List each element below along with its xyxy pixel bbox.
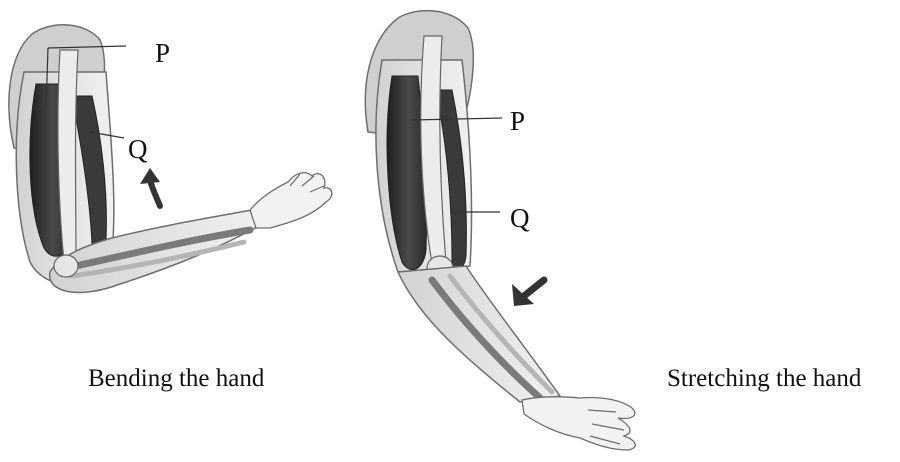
bent-arm-hand [250, 173, 332, 228]
stretching-caption: Stretching the hand [667, 366, 861, 391]
curved-up-arrow-icon [140, 168, 160, 206]
straight-arm-label-p: P [510, 108, 525, 135]
straight-arm-label-q: Q [510, 205, 530, 232]
bent-arm-label-q: Q [128, 136, 148, 163]
straight-arm-illustration [365, 11, 635, 450]
bent-arm-elbow [54, 255, 78, 277]
bent-arm-humerus [58, 50, 78, 262]
bent-arm-illustration [9, 25, 332, 293]
bent-arm-label-p: P [155, 40, 170, 67]
diagonal-down-arrow-icon [512, 280, 544, 306]
straight-arm-hand [522, 397, 635, 450]
bending-caption: Bending the hand [88, 366, 264, 391]
